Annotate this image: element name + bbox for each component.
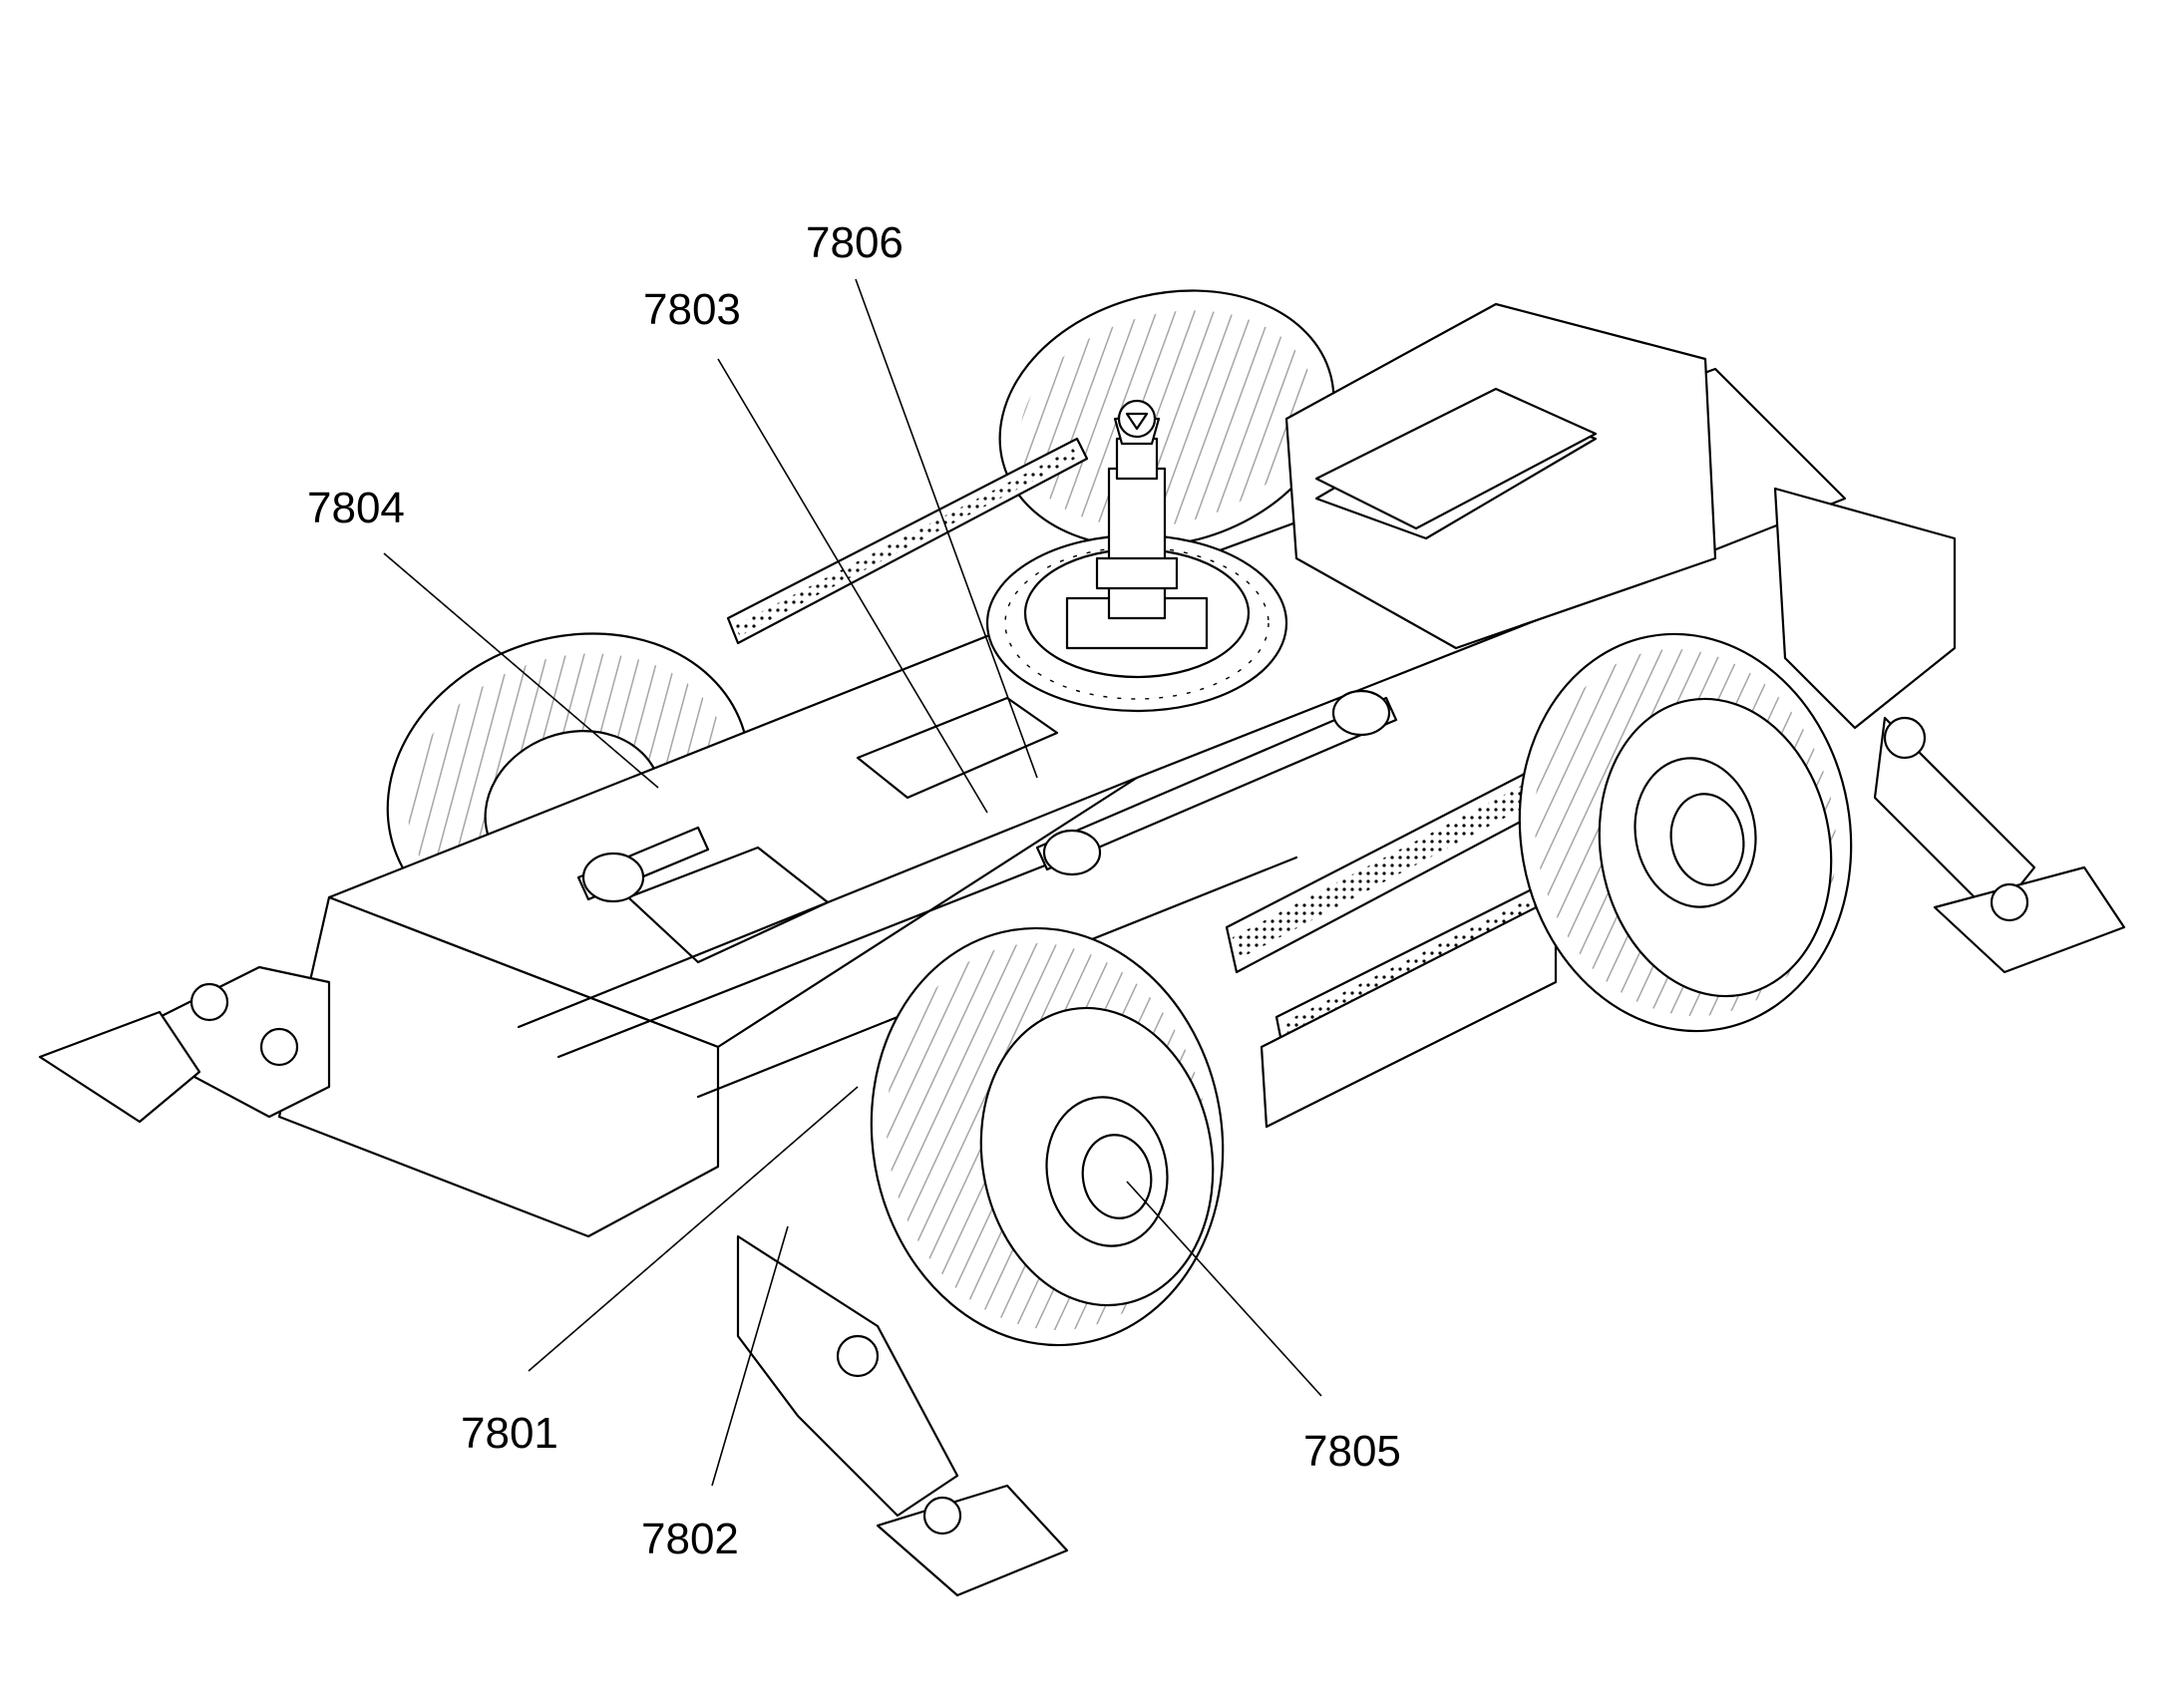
rear-right-wheel: [998, 289, 1335, 548]
callout-7805: 7805: [1303, 1427, 1401, 1476]
rotary-joint: [1095, 399, 1179, 620]
callout-7806: 7806: [806, 218, 904, 267]
left-walkway: [726, 437, 1089, 645]
outrigger-rear-right: [1773, 487, 2126, 974]
front-left-wheel: [870, 926, 1225, 1347]
main-frame: [277, 302, 1847, 1238]
leader-7801: [528, 1086, 859, 1372]
leader-7806: [855, 278, 1038, 779]
outrigger-front-right: [736, 1234, 1069, 1597]
callout-7803: 7803: [643, 285, 741, 334]
callout-7802: 7802: [641, 1515, 739, 1563]
leader-7803: [717, 358, 988, 814]
leader-7805: [1126, 1181, 1322, 1397]
cover-plate-top: [1314, 387, 1598, 530]
drive-shaft: [576, 689, 1398, 903]
callout-7801: 7801: [461, 1409, 558, 1458]
leader-lines: [383, 278, 1322, 1487]
leader-7802: [711, 1225, 789, 1487]
callout-7804: 7804: [307, 484, 405, 532]
front-right-wheel: [1518, 632, 1853, 1033]
outrigger-front-left: [38, 965, 331, 1124]
cover-plate-mid: [856, 696, 1059, 800]
right-walkway: [1225, 756, 1568, 1129]
leader-7804: [383, 552, 659, 789]
